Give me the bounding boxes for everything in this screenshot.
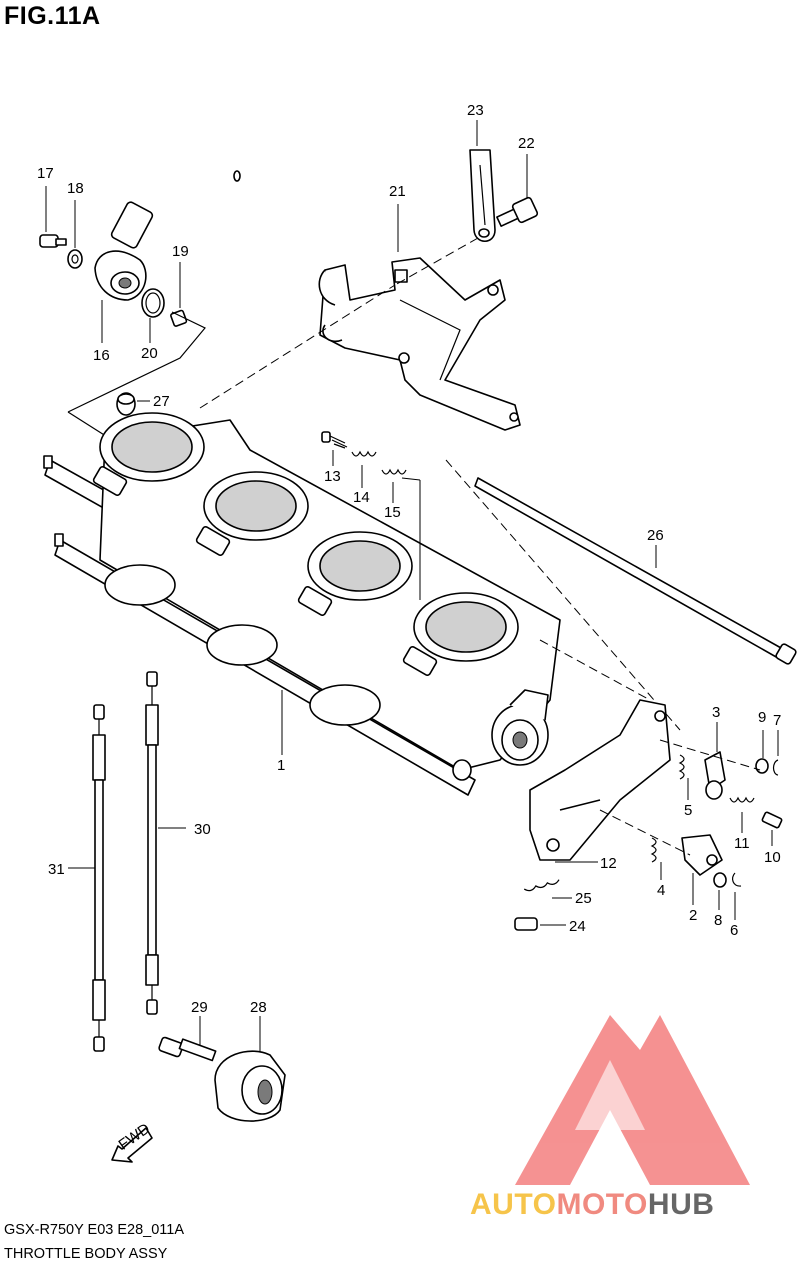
callout-19: 19 bbox=[172, 243, 189, 260]
lever-3 bbox=[704, 722, 726, 800]
sensor-pin bbox=[170, 262, 188, 327]
spring-4 bbox=[650, 837, 662, 880]
callout-15: 15 bbox=[384, 504, 401, 521]
callout-10: 10 bbox=[764, 849, 781, 866]
callout-23: 23 bbox=[467, 102, 484, 119]
callout-17: 17 bbox=[37, 165, 54, 182]
watermark-auto: AUTO bbox=[470, 1188, 557, 1221]
spring-15 bbox=[381, 468, 421, 600]
callout-5: 5 bbox=[684, 802, 692, 819]
assembly-line-lever-2 bbox=[659, 739, 761, 771]
callout-4: 4 bbox=[657, 882, 665, 899]
callout-7: 7 bbox=[773, 712, 781, 729]
callout-16: 16 bbox=[93, 347, 110, 364]
callout-12: 12 bbox=[600, 855, 617, 872]
cap-28 bbox=[214, 1016, 286, 1122]
callout-20: 20 bbox=[141, 345, 158, 362]
throttle-position-sensor bbox=[94, 169, 241, 301]
callout-27: 27 bbox=[153, 393, 170, 410]
callout-30: 30 bbox=[194, 821, 211, 838]
watermark-moto: MOTO bbox=[556, 1188, 648, 1221]
watermark-hub: HUB bbox=[647, 1188, 715, 1221]
assembly-line-23 bbox=[394, 237, 479, 286]
sensor-screw bbox=[39, 186, 67, 248]
assembly-line-lever bbox=[599, 809, 691, 856]
throttle-cable-31 bbox=[68, 704, 106, 1052]
callout-31: 31 bbox=[48, 861, 65, 878]
clip-7 bbox=[772, 730, 779, 776]
washer-9 bbox=[755, 730, 769, 774]
watermark-text: AUTOMOTOHUB bbox=[470, 1188, 714, 1222]
figure-title: FIG.11A bbox=[4, 2, 101, 30]
callout-14: 14 bbox=[353, 489, 370, 506]
washer-8 bbox=[713, 872, 727, 910]
clip-6 bbox=[731, 872, 742, 920]
callout-28: 28 bbox=[250, 999, 267, 1016]
rod-26 bbox=[474, 477, 797, 665]
spring-14 bbox=[351, 450, 377, 488]
idle-screw-13 bbox=[321, 431, 348, 466]
reference-line bbox=[67, 311, 206, 413]
callout-2: 2 bbox=[689, 907, 697, 924]
assembly-line-26 bbox=[445, 459, 681, 731]
callout-18: 18 bbox=[67, 180, 84, 197]
callout-25: 25 bbox=[575, 890, 592, 907]
spring-5 bbox=[678, 754, 689, 800]
sensor-o-ring bbox=[141, 288, 165, 343]
callout-9: 9 bbox=[758, 709, 766, 726]
assembly-name: THROTTLE BODY ASSY bbox=[4, 1246, 168, 1262]
lever-12 bbox=[529, 699, 671, 863]
bolt-29 bbox=[158, 1016, 217, 1062]
callout-26: 26 bbox=[647, 527, 664, 544]
callout-3: 3 bbox=[712, 704, 720, 721]
callout-21: 21 bbox=[389, 183, 406, 200]
model-code: GSX-R750Y E03 E28_011A bbox=[4, 1222, 185, 1238]
callout-8: 8 bbox=[714, 912, 722, 929]
spring-11 bbox=[729, 796, 755, 833]
spring-25 bbox=[523, 879, 572, 899]
callout-11: 11 bbox=[734, 835, 750, 852]
throttle-cable-30 bbox=[145, 671, 186, 1015]
screw-24 bbox=[514, 917, 566, 931]
bracket-bolt bbox=[496, 154, 539, 227]
callout-13: 13 bbox=[324, 468, 341, 485]
callout-1: 1 bbox=[277, 757, 285, 774]
assembly-line-body bbox=[539, 639, 651, 701]
lever-2 bbox=[681, 834, 723, 905]
callout-29: 29 bbox=[191, 999, 208, 1016]
sensor-washer bbox=[67, 200, 83, 269]
fwd-arrow-icon: FWD bbox=[111, 1120, 153, 1163]
assembly-line-21 bbox=[199, 284, 396, 409]
vacuum-cap bbox=[116, 392, 150, 416]
callout-24: 24 bbox=[569, 918, 586, 935]
screw-10 bbox=[761, 811, 783, 846]
cable-holder-plate bbox=[469, 120, 496, 243]
throttle-body-assy bbox=[43, 412, 561, 796]
watermark-logo bbox=[515, 1015, 750, 1185]
callout-22: 22 bbox=[518, 135, 535, 152]
callout-6: 6 bbox=[730, 922, 738, 939]
